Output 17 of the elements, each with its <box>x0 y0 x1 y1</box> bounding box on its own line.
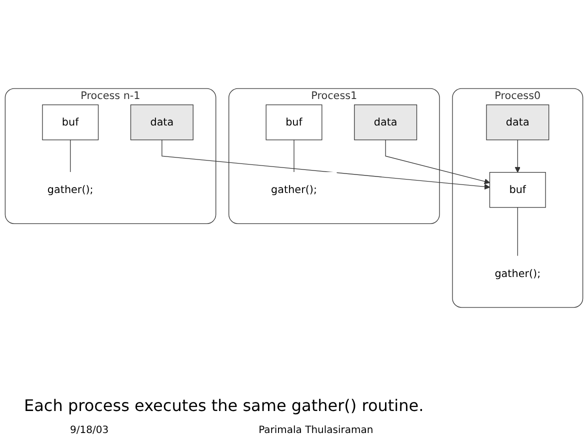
node-text: gather(); <box>494 267 541 280</box>
node-text: gather(); <box>47 183 94 196</box>
note-text: Each process executes the same gather() routine. <box>24 396 425 415</box>
footer-text: 9/18/03 <box>70 425 109 436</box>
node-box: data <box>130 104 194 140</box>
node-box: buf <box>42 104 99 140</box>
footer-text: Parimala Thulasiraman <box>258 425 374 436</box>
node-box: buf <box>266 104 322 140</box>
node-box: buf <box>489 172 546 208</box>
arrow <box>162 140 490 190</box>
connector <box>517 207 518 256</box>
arrow <box>385 140 490 184</box>
connector <box>70 140 71 173</box>
node-text: gather(); <box>271 183 317 196</box>
node-box: data <box>354 104 418 140</box>
arrow <box>514 140 520 173</box>
node-box: data <box>486 104 550 140</box>
